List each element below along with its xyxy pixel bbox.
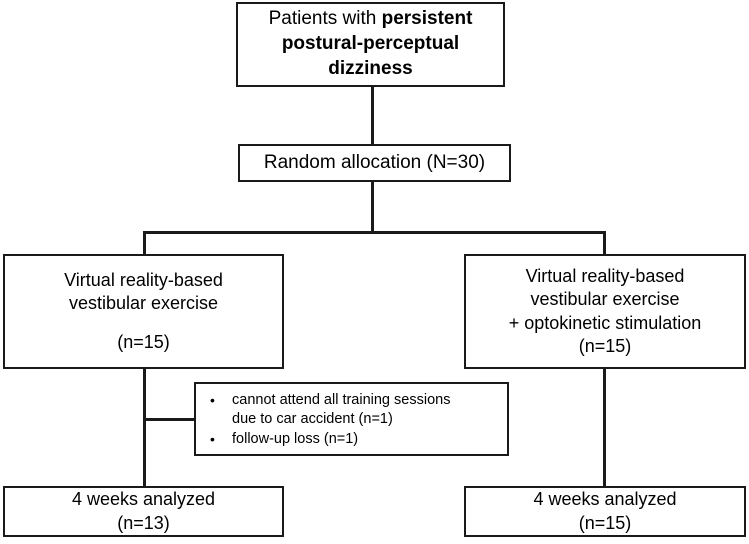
connector-allocation-to-split [371,182,374,232]
connector-split-to-left-arm [143,231,146,255]
connector-left-arm-to-result [143,369,146,487]
dropout-item-2-line-1: follow-up loss (n=1) [232,430,359,447]
dropout-item-text: follow-up loss (n=1) [232,430,501,449]
node-random-allocation: Random allocation (N=30) [238,144,511,182]
result-right-label: 4 weeks analyzed [533,489,677,510]
node-arm-right: Virtual reality-based vestibular exercis… [464,254,746,369]
dropout-item-text: cannot attend all training sessions due … [232,391,501,430]
result-right-count: (n=15) [578,512,632,533]
node-result-left: 4 weeks analyzed (n=13) [3,486,284,537]
bullet-icon: • [210,392,215,408]
node-dropouts: • cannot attend all training sessions du… [194,382,509,456]
random-allocation-label: Random allocation (N=30) [263,151,486,173]
connector-title-to-allocation [371,87,374,145]
arm-left-count: (n=15) [117,331,170,352]
arm-left-line-2: vestibular exercise [68,293,219,314]
bullet-icon: • [210,430,215,447]
arm-right-line-3: + optokinetic stimulation [508,312,702,333]
population-line-1: Patients with persistent [269,7,473,32]
population-line-2: postural-perceptual [281,33,460,55]
arm-right-count: (n=15) [578,335,632,356]
result-left-count: (n=13) [117,512,170,533]
population-line-3: dizziness [328,57,413,79]
dropout-item: • follow-up loss (n=1) [206,430,501,449]
arm-right-line-2: vestibular exercise [530,289,680,310]
connector-split-bar [143,231,606,234]
node-patient-population: Patients with persistent postural-percep… [236,2,505,87]
node-arm-left: Virtual reality-based vestibular exercis… [3,254,284,369]
dropout-item-1-line-1: cannot attend all training sessions [232,392,451,408]
result-left-label: 4 weeks analyzed [71,489,216,510]
population-line-1-bold: persistent [381,8,473,30]
dropout-item-1-line-2: due to car accident (n=1) [232,411,393,428]
connector-right-arm-to-result [603,369,606,487]
connector-split-to-right-arm [603,231,606,255]
dropout-item: • cannot attend all training sessions du… [206,391,501,430]
arm-left-line-1: Virtual reality-based [64,270,223,291]
arm-right-line-1: Virtual reality-based [525,266,685,287]
node-result-right: 4 weeks analyzed (n=15) [464,486,746,537]
population-line-1-plain: Patients with [268,8,382,30]
connector-left-arm-to-dropouts [143,418,196,421]
